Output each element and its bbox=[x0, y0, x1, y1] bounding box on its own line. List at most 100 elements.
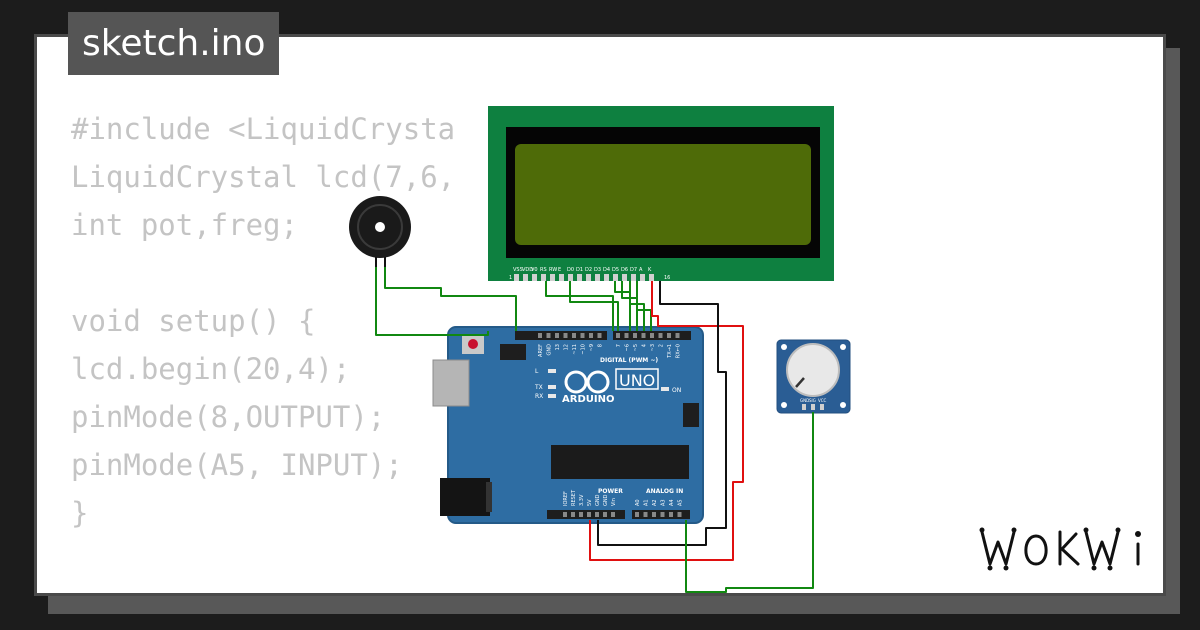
digital-pin bbox=[624, 333, 629, 338]
wire-lcd-rs[interactable] bbox=[545, 281, 614, 331]
arduino-uno-board[interactable]: UNO ARDUINO DIGITAL (PWM ~) POWER ANALOG… bbox=[432, 326, 704, 524]
digital-header-left bbox=[515, 331, 607, 340]
power-pin bbox=[579, 512, 583, 517]
logo-letter-w1 bbox=[980, 530, 1016, 566]
lcd-pin-label: RS bbox=[540, 267, 547, 273]
power-pin bbox=[587, 512, 591, 517]
analog-pin-label: A1 bbox=[644, 499, 650, 506]
wire-lcd-e[interactable] bbox=[569, 281, 619, 331]
on-led bbox=[661, 387, 669, 391]
lcd-pin bbox=[541, 274, 546, 281]
logo-dot-5 bbox=[987, 565, 993, 571]
wire-pot-signal[interactable] bbox=[685, 412, 814, 593]
lcd-pin bbox=[523, 274, 528, 281]
lcd-pin bbox=[550, 274, 555, 281]
power-pin bbox=[563, 512, 567, 517]
wire-buzzer-gnd[interactable] bbox=[375, 267, 489, 336]
digital-pin bbox=[641, 333, 646, 338]
logo-dot-3 bbox=[1083, 527, 1089, 533]
digital-pin-label: ~5 bbox=[633, 344, 639, 351]
digital-pin bbox=[658, 333, 663, 338]
buzzer[interactable] bbox=[349, 196, 411, 268]
pot-pin bbox=[820, 404, 824, 410]
buzzer-hole bbox=[375, 222, 385, 232]
wires bbox=[375, 267, 814, 593]
logo-dot-1 bbox=[979, 527, 985, 533]
lcd-pin bbox=[532, 274, 537, 281]
power-label: POWER bbox=[598, 488, 623, 495]
digital-pin bbox=[597, 333, 602, 338]
digital-pin bbox=[667, 333, 671, 338]
file-tab[interactable]: sketch.ino bbox=[68, 12, 280, 75]
logo-dot-7 bbox=[1091, 565, 1097, 571]
lcd-pin-label: D4 bbox=[603, 267, 610, 273]
power-pin-label: RESET bbox=[571, 489, 577, 506]
wire-lcd-d7[interactable] bbox=[636, 281, 652, 331]
digital-pin bbox=[650, 333, 654, 338]
status-led bbox=[548, 369, 556, 373]
status-led bbox=[548, 385, 556, 389]
digital-pin bbox=[572, 333, 576, 338]
digital-pin-label: TX→1 bbox=[667, 344, 673, 359]
power-jack bbox=[440, 478, 490, 516]
on-led-label: ON bbox=[672, 387, 681, 394]
lcd-pin bbox=[622, 274, 627, 281]
code-line: LiquidCrystal lcd(7,6, bbox=[71, 160, 456, 194]
lcd-pin bbox=[640, 274, 645, 281]
wire-lcd-cathode[interactable] bbox=[597, 281, 727, 546]
digital-pin bbox=[633, 333, 637, 338]
lcd-pin bbox=[559, 274, 564, 281]
reset-button[interactable] bbox=[468, 339, 478, 349]
lcd-pin-label: K bbox=[648, 267, 652, 273]
logo-letter-k bbox=[1058, 530, 1080, 566]
code-line: void loop() { bbox=[71, 585, 455, 593]
power-pin bbox=[571, 512, 575, 517]
digital-pin bbox=[555, 333, 559, 338]
digital-pin bbox=[589, 333, 593, 338]
digital-pin-label: RX←0 bbox=[676, 344, 682, 358]
wire-lcd-anode[interactable] bbox=[589, 281, 744, 561]
logo-dot-4 bbox=[1115, 527, 1121, 533]
logo-letter-o bbox=[1024, 534, 1048, 566]
lcd-pin bbox=[604, 274, 609, 281]
digital-pin-label: ~3 bbox=[650, 344, 656, 351]
pot-pin bbox=[802, 404, 806, 410]
power-pin-label: 5V bbox=[587, 499, 593, 506]
code-line: } bbox=[71, 496, 89, 530]
pot-knob-indicator bbox=[795, 377, 805, 388]
lcd-pin bbox=[649, 274, 654, 281]
lcd-pin-label: E bbox=[558, 267, 561, 273]
lcd-pin-label: A bbox=[639, 267, 643, 273]
digital-pin bbox=[675, 333, 680, 338]
lcd-pin-label: D1 bbox=[576, 267, 583, 273]
lcd-screen bbox=[515, 144, 811, 245]
pot-knob[interactable] bbox=[786, 343, 840, 397]
lcd-pin-label: D7 bbox=[630, 267, 637, 273]
power-pin-label: Vin bbox=[611, 498, 617, 506]
digital-pin-label: ~10 bbox=[581, 344, 587, 355]
code-line: int pot,freg; bbox=[71, 208, 298, 242]
power-header bbox=[547, 510, 625, 519]
lcd-pin bbox=[568, 274, 573, 281]
status-led-label: TX bbox=[534, 384, 543, 391]
status-led-label: L bbox=[535, 368, 539, 375]
analog-pin bbox=[643, 512, 648, 517]
pot-mount-hole-bl bbox=[781, 402, 787, 408]
power-pin-label: GND bbox=[595, 494, 601, 506]
digital-pin bbox=[538, 333, 542, 338]
buzzer-ring bbox=[357, 204, 403, 250]
pot-mount-hole-tr bbox=[840, 344, 846, 350]
pot-pin-label: GND bbox=[800, 398, 809, 403]
pot-pin-label: SIG bbox=[809, 398, 816, 403]
wire-buzzer-pin8[interactable] bbox=[384, 267, 517, 331]
pot-pin-label: VCC bbox=[818, 398, 827, 403]
analog-pin-label: A4 bbox=[669, 499, 675, 506]
analog-pin bbox=[669, 512, 673, 517]
digital-pin-label: GND bbox=[547, 344, 553, 356]
